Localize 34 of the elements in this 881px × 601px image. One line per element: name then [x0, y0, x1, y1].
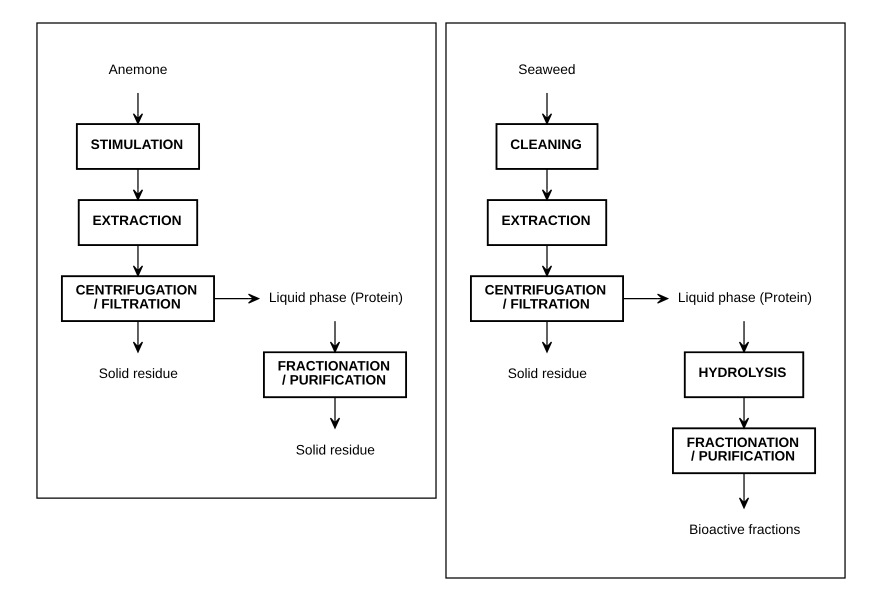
cluster: [36, 22, 436, 499]
node-box: HYDROLYSIS: [683, 351, 804, 398]
node-box: CLEANING: [495, 123, 598, 170]
arrow: [132, 245, 143, 277]
node-text: Seaweed: [518, 62, 575, 77]
node-text: Solid residue: [507, 366, 586, 382]
node-text: Solid residue: [295, 442, 374, 458]
node-box: EXTRACTION: [77, 199, 198, 246]
arrow: [738, 474, 749, 509]
arrow: [329, 397, 340, 429]
arrow: [132, 321, 143, 353]
arrow: [541, 245, 552, 277]
arrow: [132, 92, 143, 124]
node-box: CENTRIFUGATION / FILTRATION: [470, 275, 624, 322]
cluster: [444, 22, 846, 579]
node-box: EXTRACTION: [486, 199, 607, 246]
arrow: [738, 321, 749, 353]
arrow: [541, 321, 552, 353]
node-box: CENTRIFUGATION / FILTRATION: [60, 275, 214, 322]
arrow: [329, 321, 340, 353]
node-text: Liquid phase (Protein): [268, 290, 402, 306]
node-text: Anemone: [108, 62, 167, 77]
arrow: [541, 169, 552, 200]
node-text: Solid residue: [98, 366, 178, 382]
arrow: [132, 169, 143, 200]
node-box: STIMULATION: [75, 123, 200, 170]
arrow: [214, 294, 259, 304]
arrow: [541, 92, 552, 124]
arrow: [738, 397, 749, 429]
node-text: Liquid phase (Protein): [677, 290, 812, 306]
node-box: FRACTIONATION / PURIFICATION: [262, 351, 407, 398]
node-text: Bioactive fractions: [688, 522, 800, 538]
node-box: FRACTIONATION / PURIFICATION: [672, 427, 816, 474]
arrow: [622, 294, 668, 304]
